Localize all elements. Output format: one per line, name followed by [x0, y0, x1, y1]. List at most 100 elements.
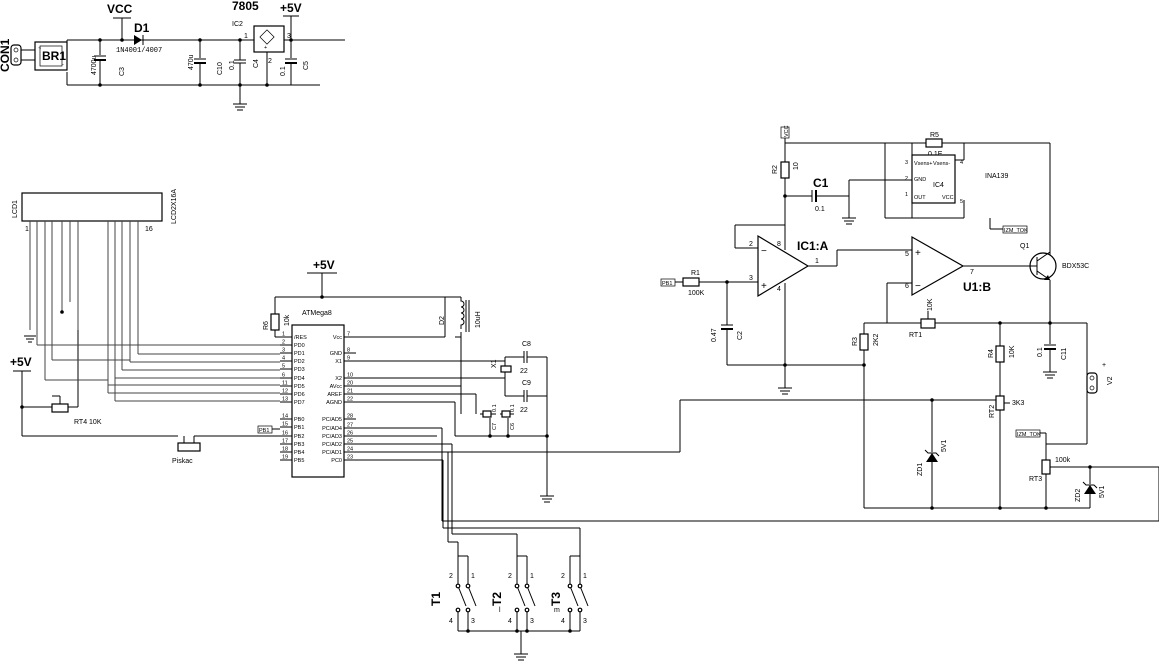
- piskac-buzzer: [177, 442, 201, 452]
- pb1-tag-text: PB1: [259, 428, 269, 434]
- r1-resistor: [682, 277, 700, 287]
- t1-pin3: 3: [471, 618, 475, 625]
- r4-value: 10K: [1009, 345, 1016, 358]
- ic2-label: IC2: [232, 21, 243, 28]
- mcu-right-pin-number: 24: [347, 447, 353, 453]
- mcu-left-pin-name: PB4: [294, 450, 304, 456]
- d2-value: 10uH: [475, 311, 482, 328]
- mcu-left-pin-name: PB3: [294, 442, 304, 448]
- d2-inductor: [455, 296, 465, 329]
- analog-vcc-label: VCC: [784, 125, 790, 137]
- t2-pin1: 1: [530, 573, 534, 580]
- mcu-left-pin-name: PD0: [294, 343, 305, 349]
- mcu-left-pin-number: 18: [282, 447, 288, 453]
- zd1-value: 5V1: [941, 439, 948, 452]
- mcu-right-pin-name: PC/AD5: [322, 417, 342, 423]
- r1-value: 100K: [688, 290, 705, 297]
- t1-button[interactable]: [455, 555, 477, 631]
- lcd1-display: [21, 192, 163, 222]
- q1-type: BDX53C: [1062, 263, 1089, 270]
- zd2-value: 5V1: [1099, 485, 1106, 498]
- c11-label: C11: [1061, 348, 1068, 360]
- buttons-section: T1 2 1 4 3 T2 l 2 1 4 3: [429, 555, 589, 661]
- ic1a-pin8: 8: [777, 241, 781, 248]
- mcu-right-pin-name: AVcc: [330, 384, 343, 390]
- mcu-left-pin-name: PB1: [294, 425, 304, 431]
- mcu-left-pin-number: 1: [282, 332, 285, 338]
- ic4-gnd: GND: [914, 177, 926, 183]
- mcu-right-pin-number: 7: [347, 332, 350, 338]
- r3-value: 2K2: [873, 333, 880, 346]
- t2-button[interactable]: [514, 555, 536, 631]
- t2-pin4: 4: [508, 618, 512, 625]
- svg-text:−: −: [915, 281, 921, 292]
- x1-crystal: [500, 365, 512, 373]
- mcu-name: ATMega8: [302, 310, 332, 317]
- mcu-left-pin-number: 15: [282, 422, 288, 428]
- ic4-pin4: 4: [960, 160, 963, 166]
- ic1a-pin4: 4: [777, 286, 781, 293]
- mcu-left-pin-name: PB5: [294, 458, 304, 464]
- mcu-left-pin-name: PD7: [294, 400, 305, 406]
- mcu-left-pin-name: PD6: [294, 392, 305, 398]
- d2-label: D2: [439, 316, 446, 325]
- u1b-label: U1:B: [963, 280, 991, 294]
- r6-value: 10k: [284, 314, 291, 326]
- mcu-right-pin-number: 10: [347, 373, 353, 379]
- t2-pin3: 3: [530, 618, 534, 625]
- ic1a-pin1: 1: [815, 258, 819, 265]
- r6-resistor: [270, 313, 280, 331]
- mcu-right-pin-number: 9: [347, 356, 350, 362]
- t3-sub: m: [554, 607, 560, 614]
- c7-value: 0.1: [492, 404, 498, 412]
- c7-label: C7: [492, 423, 498, 430]
- plus5v-left-label: +5V: [10, 355, 32, 369]
- u1b-opamp: [911, 235, 965, 297]
- ic4-type: INA139: [985, 173, 1008, 180]
- zd2-zener: [1084, 485, 1096, 494]
- rt3-label: RT3: [1029, 476, 1042, 483]
- mcu-left-pin-number: 16: [282, 431, 288, 437]
- v2-label: V2: [1107, 376, 1114, 385]
- u1b-pin7: 7: [970, 269, 974, 276]
- svg-text:+: +: [761, 281, 767, 292]
- r2-label: R2: [772, 165, 779, 174]
- mcu-left-pin-name: PD4: [294, 376, 305, 382]
- c8-label: C8: [522, 341, 531, 348]
- mcu-left-pin-number: 3: [282, 348, 285, 354]
- ic1a-pin2: 2: [749, 241, 753, 248]
- t1-pin4: 4: [449, 618, 453, 625]
- u1b-pin5: 5: [905, 251, 909, 258]
- r5-resistor: [925, 138, 943, 148]
- mcu-left-pin-number: 6: [282, 373, 285, 379]
- c5-value: 0.1: [280, 66, 287, 76]
- ic4-pin5: 5: [960, 199, 963, 205]
- mcu-left-pin-number: 12: [282, 389, 288, 395]
- mcu-right-pin-number: 26: [347, 431, 353, 437]
- c4-label: C4: [253, 59, 260, 68]
- lcd-type-label: LCD2X16A: [171, 189, 178, 224]
- con1-connector: [10, 44, 22, 66]
- d1-diode: [134, 35, 142, 45]
- c470-value: 470u: [188, 54, 195, 70]
- v2-plus: +: [1102, 362, 1106, 369]
- ic2-pin3: 3: [287, 33, 291, 40]
- izm-tok-text-1: IZM_TOK: [1004, 228, 1028, 234]
- r3-resistor: [859, 333, 869, 351]
- t3-pin1: 1: [583, 573, 587, 580]
- zd2-label: ZD2: [1075, 489, 1082, 502]
- t3-button[interactable]: [567, 555, 589, 631]
- ic4-vcc: VCC: [942, 195, 954, 201]
- zd1-zener: [926, 453, 938, 462]
- mcu-right-pin-number: 27: [347, 423, 353, 429]
- mcu-right-pin-number: 23: [347, 455, 353, 461]
- mcu-left-pin-number: 2: [282, 340, 285, 346]
- c11-value: 0.1: [1037, 347, 1044, 357]
- rt3-potentiometer: [1041, 459, 1051, 475]
- c6-value: 0.1: [510, 404, 516, 412]
- mcu-right-pin-name: PC0: [331, 458, 342, 464]
- t3-pin3: 3: [583, 618, 587, 625]
- mcu-left-pin-number: 14: [282, 414, 288, 420]
- br1-label: BR1: [42, 49, 66, 63]
- u1b-pin6: 6: [905, 283, 909, 290]
